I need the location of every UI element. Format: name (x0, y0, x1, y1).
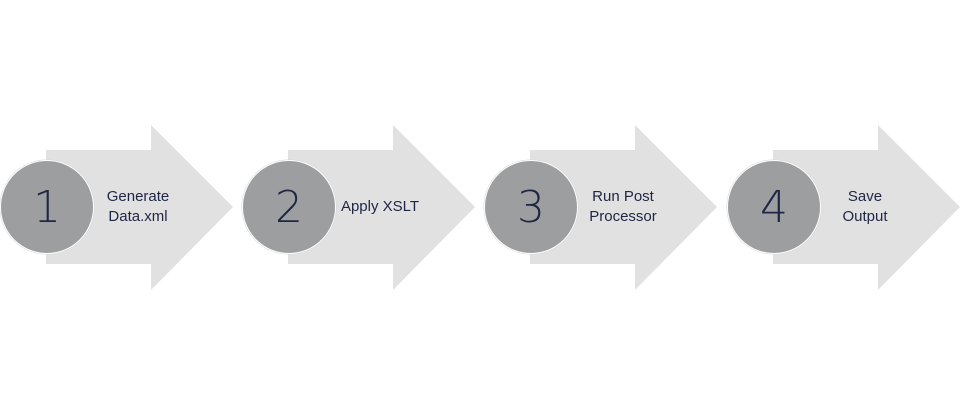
step-label: Save Output (842, 188, 888, 225)
step-label: Apply XSLT (340, 198, 420, 215)
step-label: Generate Data.xml (106, 188, 170, 225)
step-number-badge: 1 (0, 160, 94, 254)
step-number-badge: 3 (484, 160, 578, 254)
arrow-3 (530, 125, 717, 290)
step-label: Run Post Processor (589, 188, 657, 225)
step-number: 1 (33, 182, 61, 233)
step-number: 2 (275, 182, 303, 233)
arrow-2 (288, 125, 475, 290)
arrow-1 (46, 125, 233, 290)
step-number: 4 (760, 182, 788, 233)
step-number: 3 (517, 182, 545, 233)
step-number-badge: 4 (727, 160, 821, 254)
arrow-4 (773, 125, 960, 290)
step-number-badge: 2 (242, 160, 336, 254)
